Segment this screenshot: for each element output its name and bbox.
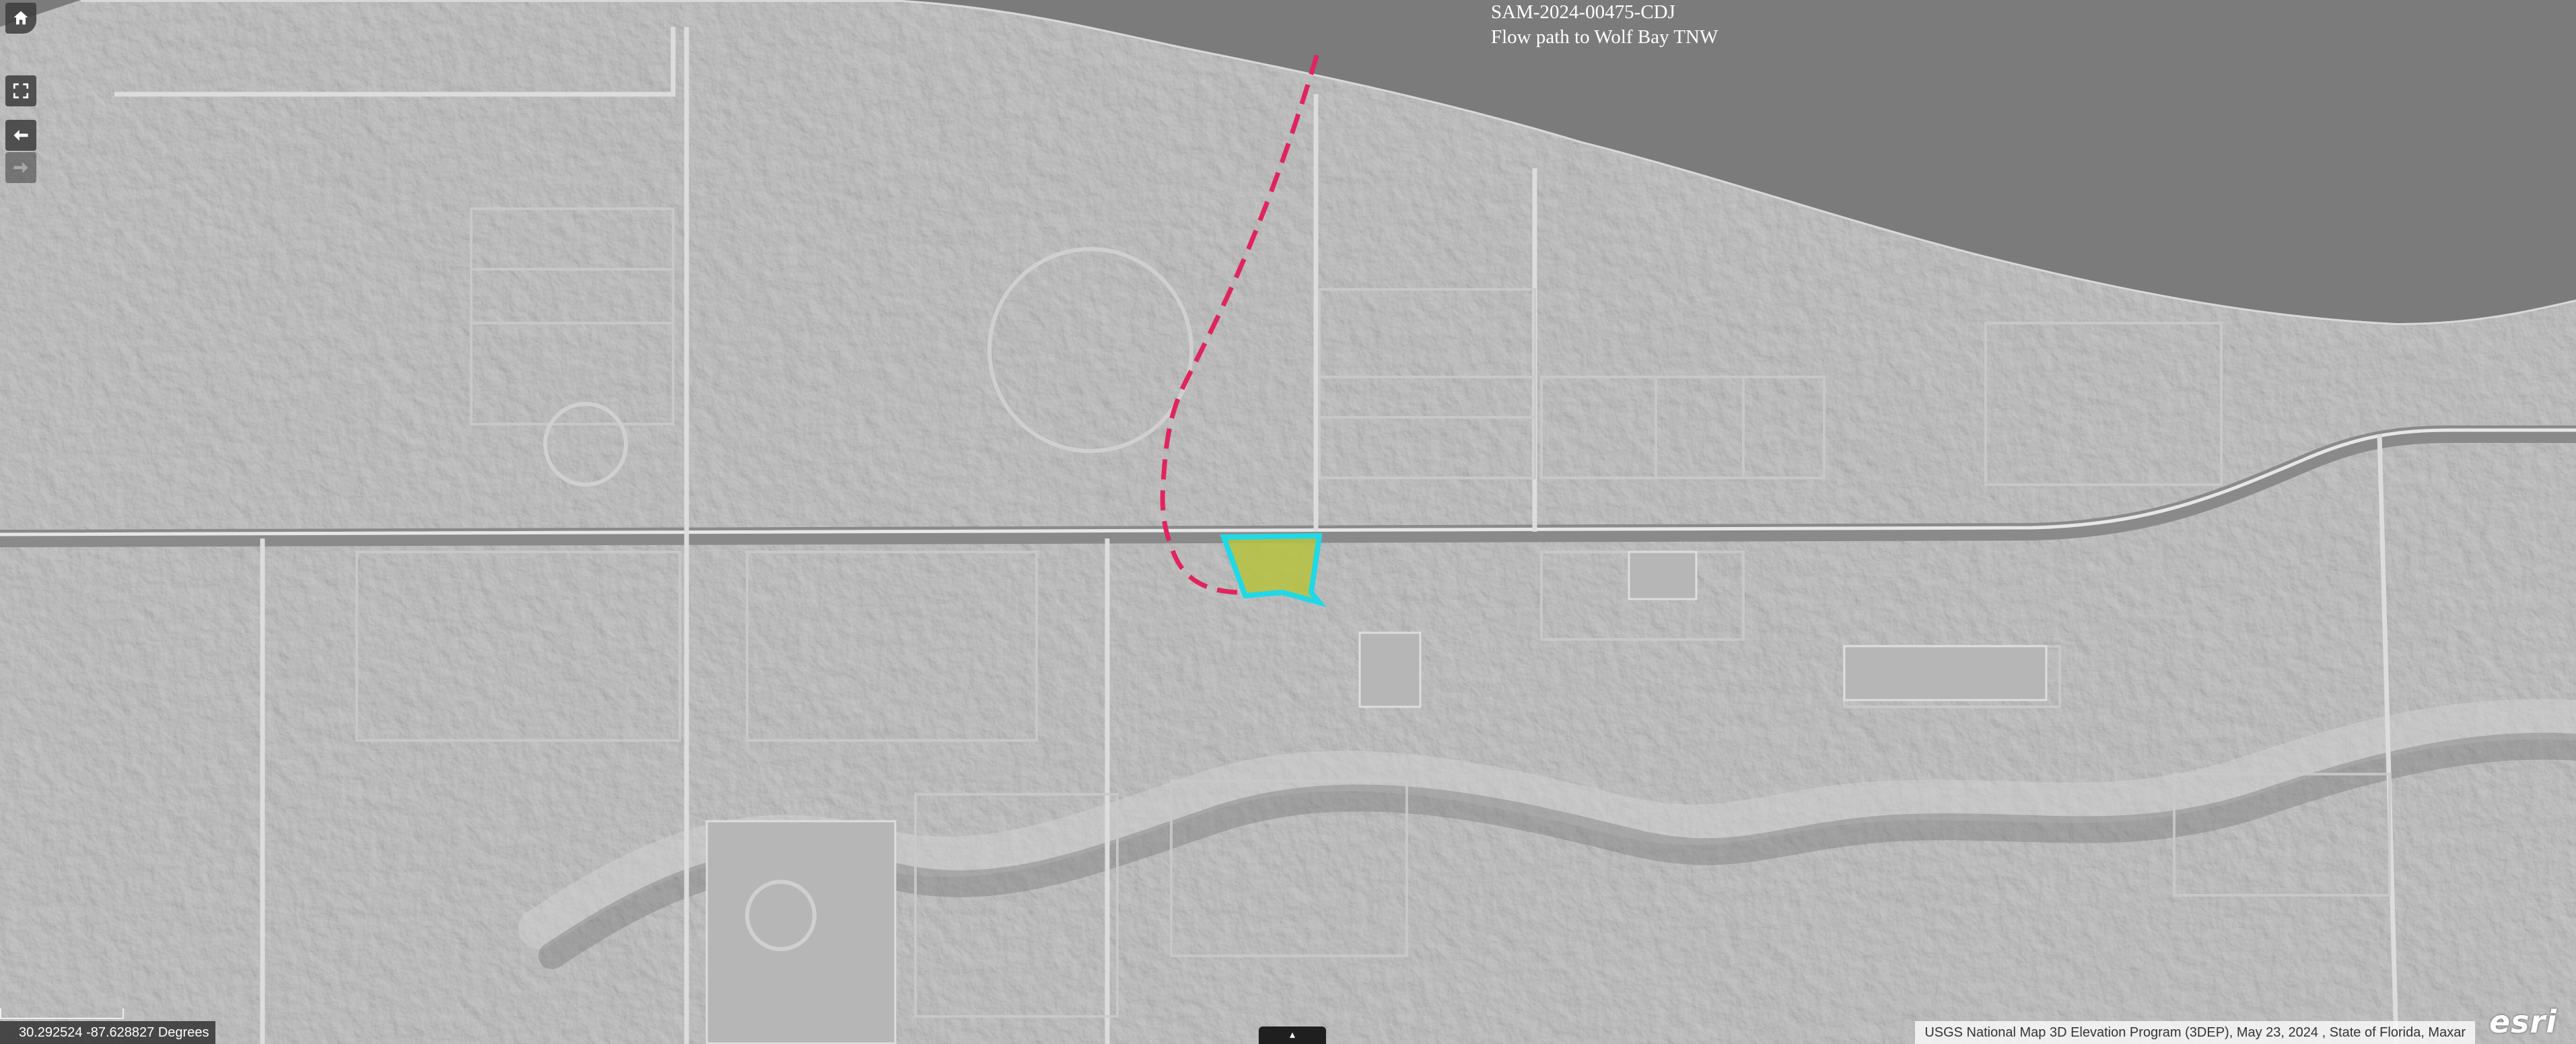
arrow-left-icon <box>13 129 28 141</box>
home-icon <box>13 11 28 25</box>
collapse-tab[interactable]: ▴ <box>1259 1026 1326 1044</box>
fullscreen-button[interactable] <box>5 75 36 106</box>
fullscreen-icon <box>13 83 29 99</box>
flow-path <box>1160 46 1322 595</box>
esri-logo[interactable]: esri <box>2488 1004 2557 1040</box>
map-title: SAM-2024-00475-CDJ Flow path to Wolf Bay… <box>1491 0 1718 50</box>
case-number: SAM-2024-00475-CDJ <box>1491 1 1675 23</box>
arrow-right-icon <box>13 162 28 174</box>
coordinates-readout: 30.292524 -87.628827 Degrees <box>0 1021 216 1044</box>
scale-bar <box>0 1008 124 1019</box>
forward-button[interactable] <box>5 152 36 183</box>
back-button[interactable] <box>5 120 36 151</box>
home-button[interactable] <box>5 3 36 34</box>
site-polygon <box>1220 532 1327 608</box>
attribution-text[interactable]: USGS National Map 3D Elevation Program (… <box>1915 1021 2475 1044</box>
map-subtitle: Flow path to Wolf Bay TNW <box>1491 26 1718 48</box>
